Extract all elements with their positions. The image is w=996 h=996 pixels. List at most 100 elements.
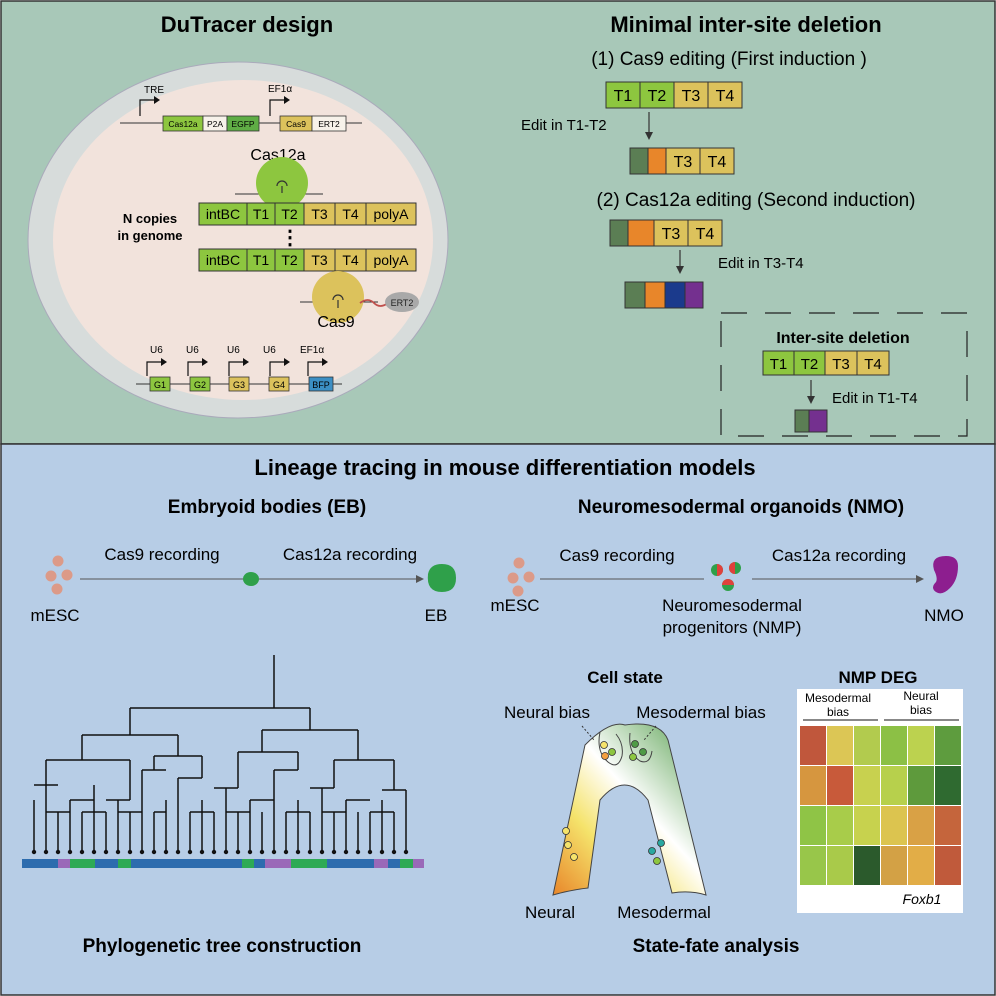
r1-t4: T4: [708, 154, 727, 171]
tree-leaf-tip: [403, 849, 409, 855]
heatmap-cells: [800, 726, 961, 885]
guide-g2: G2: [194, 380, 206, 390]
array2-t1: T1: [253, 252, 270, 268]
array2-intbc: intBC: [206, 252, 240, 268]
tree-bar-segment: [95, 859, 118, 868]
tree-leaf-tip: [211, 849, 217, 855]
heatmap-cell: [908, 806, 934, 845]
dutracer-title: DuTracer design: [161, 12, 333, 37]
waddington-landscape: [552, 723, 707, 896]
heatmap-cell: [827, 726, 853, 765]
tree-leaf-tip: [151, 849, 157, 855]
array2-t3: T3: [311, 252, 328, 268]
neural-label: Neural: [525, 903, 575, 922]
tree-bar-segment: [291, 859, 327, 868]
tree-leaf-tip: [91, 849, 97, 855]
heatmap-cell: [908, 726, 934, 765]
array2-polya: polyA: [373, 252, 409, 268]
s1-t1: T1: [614, 88, 633, 105]
nmo-cas12a-rec: Cas12a recording: [772, 546, 906, 565]
cas9-label: Cas9: [317, 314, 354, 331]
nmo-cas9-rec: Cas9 recording: [559, 546, 674, 565]
tree-bar-segment: [413, 859, 424, 868]
mesc-label-nmo: mESC: [490, 596, 539, 615]
tree-leaf-tip: [367, 849, 373, 855]
heatmap-cell: [935, 806, 961, 845]
array2-t4: T4: [342, 252, 359, 268]
tree-bar-segment: [58, 859, 70, 868]
tree-leaf-tip: [235, 849, 241, 855]
heatmap-cell: [935, 846, 961, 885]
eb-label: EB: [425, 606, 448, 625]
neural-bias-label: Neural bias: [504, 703, 590, 722]
tree-leaf-tip: [391, 849, 397, 855]
tree-bar-segment: [22, 859, 58, 868]
edit-t1t2-label: Edit in T1-T2: [521, 117, 607, 134]
tree-bar-segment: [118, 859, 131, 868]
tree-leaf-tip: [283, 849, 289, 855]
minimal-title: Minimal inter-site deletion: [610, 12, 881, 37]
cas12a-protein: [256, 157, 308, 209]
ert2-blob: [385, 292, 419, 312]
tree-leaf-tip: [307, 849, 313, 855]
array1-t4: T4: [342, 206, 359, 222]
heatmap-cell: [881, 766, 907, 805]
tree-leaf-tip: [103, 849, 109, 855]
s1-t4: T4: [716, 88, 735, 105]
tree-bar-segment: [327, 859, 374, 868]
tree-leaf-tip: [127, 849, 133, 855]
nmp-line1: Neuromesodermal: [662, 596, 802, 615]
phylo-label: Phylogenetic tree construction: [83, 936, 362, 957]
array1-polya: polyA: [373, 206, 409, 222]
heatmap-cell: [881, 726, 907, 765]
heatmap-cell: [854, 766, 880, 805]
lineage-title: Lineage tracing in mouse differentiation…: [254, 455, 755, 480]
tree-leaf-tip: [115, 849, 121, 855]
nmo-title: Neuromesodermal organoids (NMO): [578, 497, 904, 518]
eb-cas12a-rec: Cas12a recording: [283, 545, 417, 564]
target-array-2: intBC T1 T2 T3 T4 polyA: [198, 248, 417, 272]
heat-meso-l1: Mesodermal: [805, 691, 871, 705]
cell-state-title: Cell state: [587, 668, 663, 687]
s2-t4: T4: [696, 226, 715, 243]
part-cas12a: Cas12a: [168, 119, 198, 129]
heatmap-cell: [881, 806, 907, 845]
array1-intbc: intBC: [206, 206, 240, 222]
mesc-label-eb: mESC: [30, 606, 79, 625]
array1-t1: T1: [253, 206, 270, 222]
is-t3: T3: [832, 356, 850, 373]
tree-leaf-tip: [271, 849, 277, 855]
array-dots: ⋮: [280, 227, 300, 249]
heatmap-cell: [935, 766, 961, 805]
tree-bar-segment: [388, 859, 400, 868]
tree-leaf-tip: [139, 849, 145, 855]
step1-label: (1) Cas9 editing (First induction ): [591, 49, 867, 70]
array2-t2: T2: [281, 252, 298, 268]
guide-construct: U6 U6 U6 U6 EF1α G1 G2 G3 G4 BFP: [136, 345, 342, 392]
nmo-label: NMO: [924, 606, 964, 625]
heat-neural-l2: bias: [910, 703, 932, 717]
tree-bar-segment: [400, 859, 413, 868]
array1-t2: T2: [281, 206, 298, 222]
step1-result: T3 T4: [629, 147, 735, 175]
tree-leaf-tip: [295, 849, 301, 855]
inter-site-array: T1 T2 T3 T4: [762, 350, 890, 376]
heatmap-cell: [881, 846, 907, 885]
tree-bar-segment: [131, 859, 242, 868]
u6-1: U6: [150, 345, 163, 356]
nmp-cells: [711, 562, 741, 591]
heatmap-cell: [827, 806, 853, 845]
ert2-label: ERT2: [391, 298, 414, 308]
eb-title: Embryoid bodies (EB): [168, 497, 366, 518]
heatmap-cell: [827, 766, 853, 805]
edit-t3t4-label: Edit in T3-T4: [718, 255, 804, 272]
step1-array: T1 T2 T3 T4: [605, 81, 743, 109]
guide-bfp: BFP: [312, 380, 330, 390]
is-t4: T4: [864, 356, 882, 373]
tree-bar-segment: [242, 859, 254, 868]
s1-t2: T2: [648, 88, 667, 105]
nmo-body: [933, 556, 958, 594]
heatmap-cell: [800, 766, 826, 805]
